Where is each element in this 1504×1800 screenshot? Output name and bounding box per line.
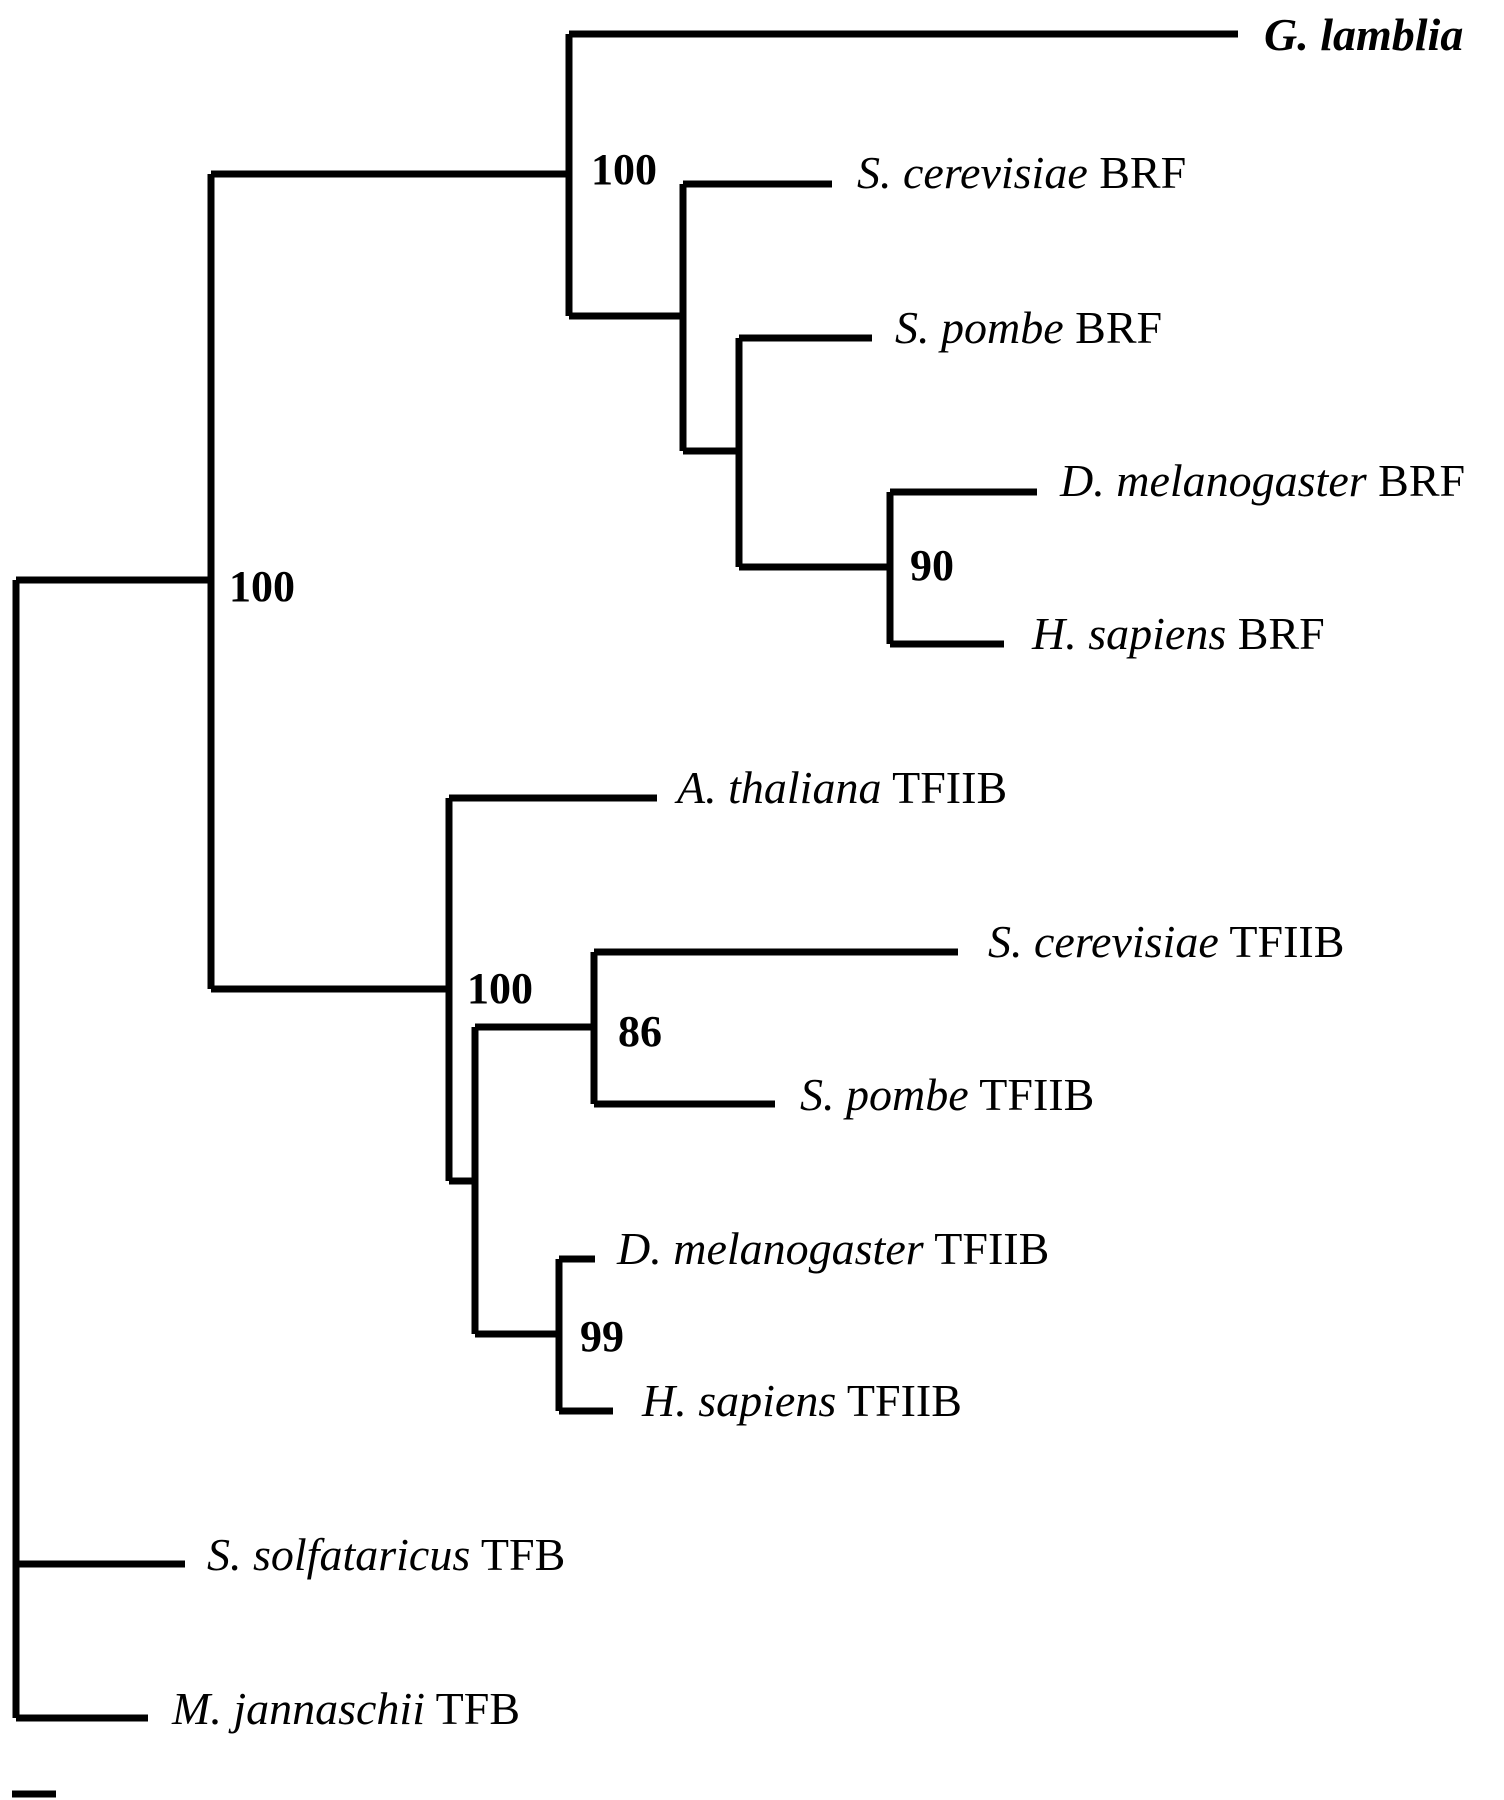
taxon-label-spom-brf: S. pombe BRF	[895, 302, 1162, 353]
taxon-label-mjan-tfb: M. jannaschii TFB	[171, 1683, 520, 1734]
taxon-label-glamblia: G. lamblia	[1264, 9, 1463, 60]
support-value-animal-tfiib: 99	[580, 1312, 624, 1361]
taxon-label-scer-tfiib: S. cerevisiae TFIIB	[988, 916, 1344, 967]
taxon-label-dmel-tfiib: D. melanogaster TFIIB	[616, 1223, 1049, 1274]
support-value-dmel-hsap-brf: 90	[910, 541, 954, 590]
taxon-label-spom-tfiib: S. pombe TFIIB	[800, 1069, 1094, 1120]
taxon-label-hsap-brf: H. sapiens BRF	[1031, 608, 1325, 659]
support-value-yeast-tfiib: 86	[618, 1007, 662, 1056]
support-value-brf-clade: 100	[591, 145, 657, 194]
support-value-eukaryote-clade: 100	[229, 562, 295, 611]
support-value-tfiib-clade: 100	[467, 964, 533, 1013]
taxon-label-hsap-tfiib: H. sapiens TFIIB	[641, 1375, 962, 1426]
taxon-label-atha-tfiib: A. thaliana TFIIB	[674, 762, 1007, 813]
taxon-label-dmel-brf: D. melanogaster BRF	[1059, 455, 1465, 506]
taxon-label-ssol-tfb: S. solfataricus TFB	[207, 1529, 565, 1580]
taxon-label-scer-brf: S. cerevisiae BRF	[857, 147, 1186, 198]
